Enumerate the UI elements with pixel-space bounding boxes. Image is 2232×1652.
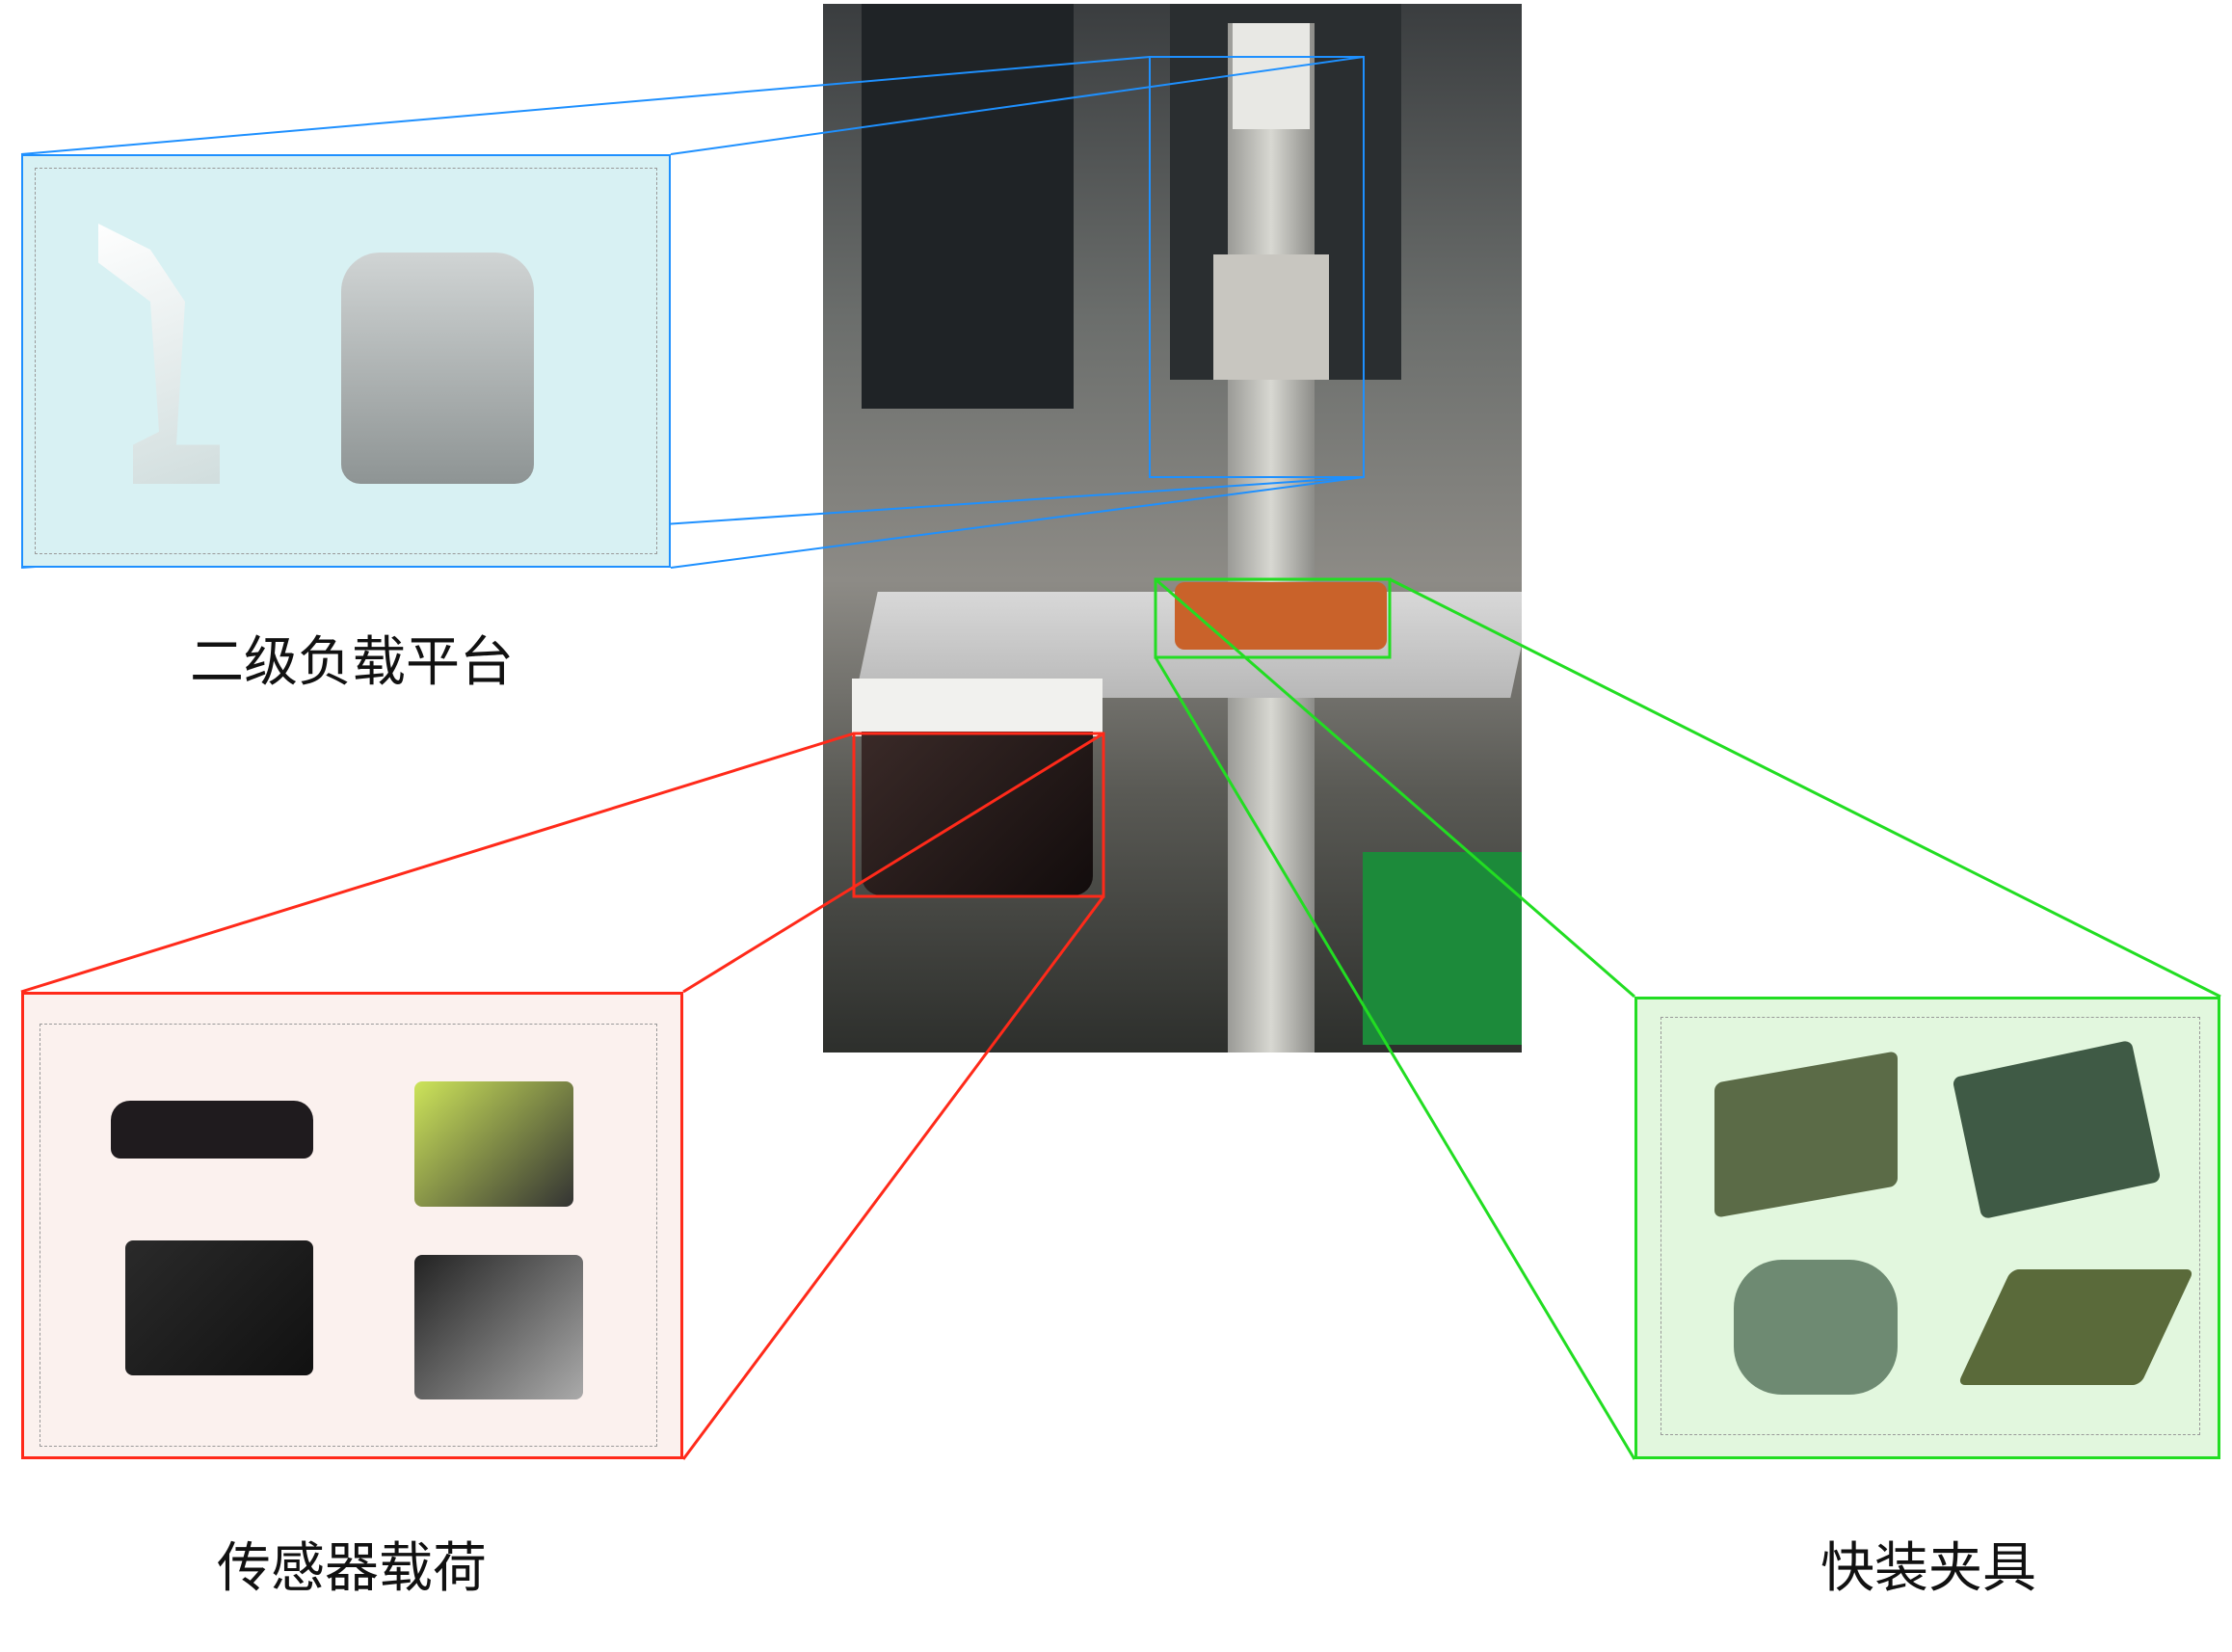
lidar-sensor-image (111, 1101, 313, 1159)
test-rig-photo (823, 4, 1522, 1052)
orange-fixture (1175, 582, 1387, 650)
red-callout-lines (20, 732, 1105, 1460)
quick-fixture-callout (1634, 997, 2220, 1459)
black-sensor (862, 732, 1093, 895)
white-mount (852, 679, 1103, 736)
secondary-platform-callout (21, 154, 671, 568)
green-floor (1363, 852, 1522, 1045)
fixture-image-3 (1734, 1260, 1898, 1395)
industrial-camera-image (414, 1081, 573, 1207)
green-callout-lines (1154, 577, 2221, 1460)
sensor-payload-callout (21, 992, 683, 1459)
basler-camera-image (414, 1255, 583, 1399)
depth-camera-image (125, 1240, 313, 1375)
motor (1233, 23, 1310, 129)
sensor-payload-label: 传感器载荷 (217, 1537, 487, 1600)
window-background (862, 4, 1074, 409)
hexapod-image (341, 253, 534, 484)
linear-rail-column (1228, 23, 1315, 1052)
secondary-platform-label: 二级负载平台 (190, 631, 514, 694)
carriage (1213, 254, 1329, 380)
quick-fixture-label: 快装夹具 (1820, 1537, 2036, 1600)
